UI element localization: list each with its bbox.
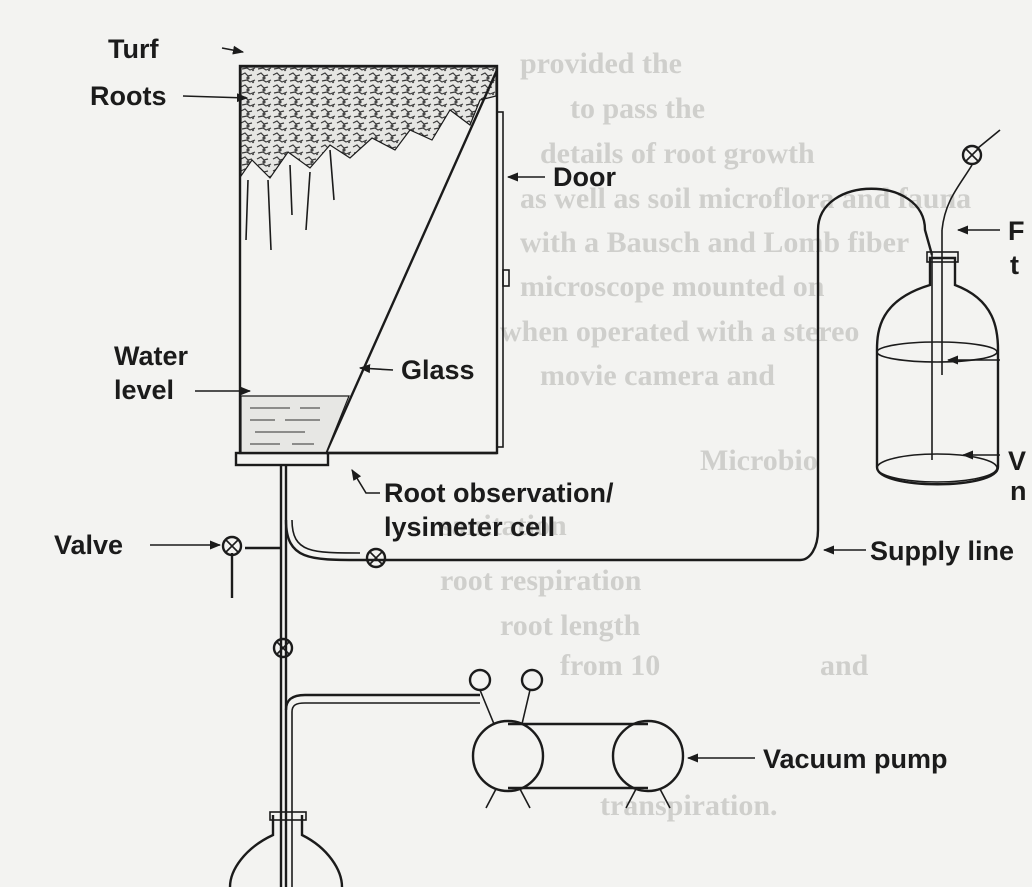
bottle-water-surface	[876, 341, 998, 363]
bg-text-line: details of root growth	[540, 137, 815, 170]
valve-icons	[221, 144, 983, 659]
cell-base	[234, 451, 330, 467]
water-ripples	[250, 407, 320, 445]
bg-text-line: from 10	[560, 649, 660, 682]
label-vacuum-pump: Vacuum pump	[763, 744, 948, 774]
vacuum-pump	[468, 668, 685, 809]
label-cell-line1: Root observation/	[384, 478, 614, 508]
label-valve: Valve	[54, 530, 123, 560]
background-text: provided the to pass the details of root…	[440, 47, 971, 822]
pump-chamber	[611, 719, 685, 793]
label-right-top-1: F	[1008, 216, 1025, 246]
bg-text-line: and	[820, 649, 869, 682]
bottle-base	[876, 453, 998, 483]
label-turf: Turf	[108, 34, 159, 64]
label-water-level-line1: Water	[114, 341, 189, 371]
supply-line-pipe	[284, 187, 934, 562]
supply-bottle	[875, 129, 1001, 486]
bg-text-line: root length	[500, 609, 641, 642]
label-arrows	[150, 45, 866, 763]
label-right-top-2: t	[1010, 250, 1019, 280]
root-strands	[245, 149, 335, 251]
pump-feet	[485, 788, 671, 809]
door-handle	[502, 269, 510, 287]
label-glass: Glass	[401, 355, 475, 385]
label-roots: Roots	[90, 81, 167, 111]
label-right-low: n	[1010, 476, 1027, 506]
valve-icon	[961, 144, 983, 166]
bg-text-line: microscope mounted on	[520, 270, 825, 303]
bg-text-line: transpiration.	[600, 789, 778, 822]
pump-motor	[471, 719, 545, 793]
turf-roots-mass	[240, 66, 497, 179]
labels: Turf Roots Door Water level Glass Root o…	[54, 34, 1027, 774]
lysimeter-cell	[234, 64, 510, 467]
label-cell-line2: lysimeter cell	[384, 512, 555, 542]
collection-bottle	[228, 815, 344, 887]
bottle-outline	[875, 256, 1000, 486]
valve-icon	[272, 637, 294, 659]
bg-text-line: Microbio	[700, 444, 818, 477]
vacuum-line-inner	[291, 702, 480, 887]
gauge-icon	[468, 668, 492, 692]
collection-bottle-cap	[269, 811, 307, 821]
vacuum-line	[284, 693, 480, 711]
bg-text-line: movie camera and	[540, 359, 775, 392]
air-inlet-end	[977, 129, 1001, 149]
bg-text-line: root respiration	[440, 564, 642, 597]
supply-line-inner	[291, 519, 361, 554]
bg-text-line: as well as soil microflora and fauna	[520, 182, 971, 215]
gauge-icon	[520, 668, 544, 692]
plumbing	[230, 187, 934, 887]
air-inlet-tube	[941, 164, 973, 231]
label-door: Door	[553, 162, 616, 192]
glass-pane	[324, 69, 499, 454]
bg-text-line: provided the	[520, 47, 682, 80]
label-water-level-line2: level	[114, 375, 174, 405]
bg-text-line: sanitation	[440, 509, 567, 542]
bg-text-line: to pass the	[570, 92, 705, 125]
valve-icon	[221, 535, 243, 557]
bg-text-line: with a Bausch and Lomb fiber	[520, 226, 909, 259]
label-right-mid: V	[1008, 446, 1026, 476]
valve-icon	[365, 547, 387, 569]
bg-text-line: when operated with a stereo	[500, 315, 859, 348]
label-supply-line: Supply line	[870, 536, 1014, 566]
